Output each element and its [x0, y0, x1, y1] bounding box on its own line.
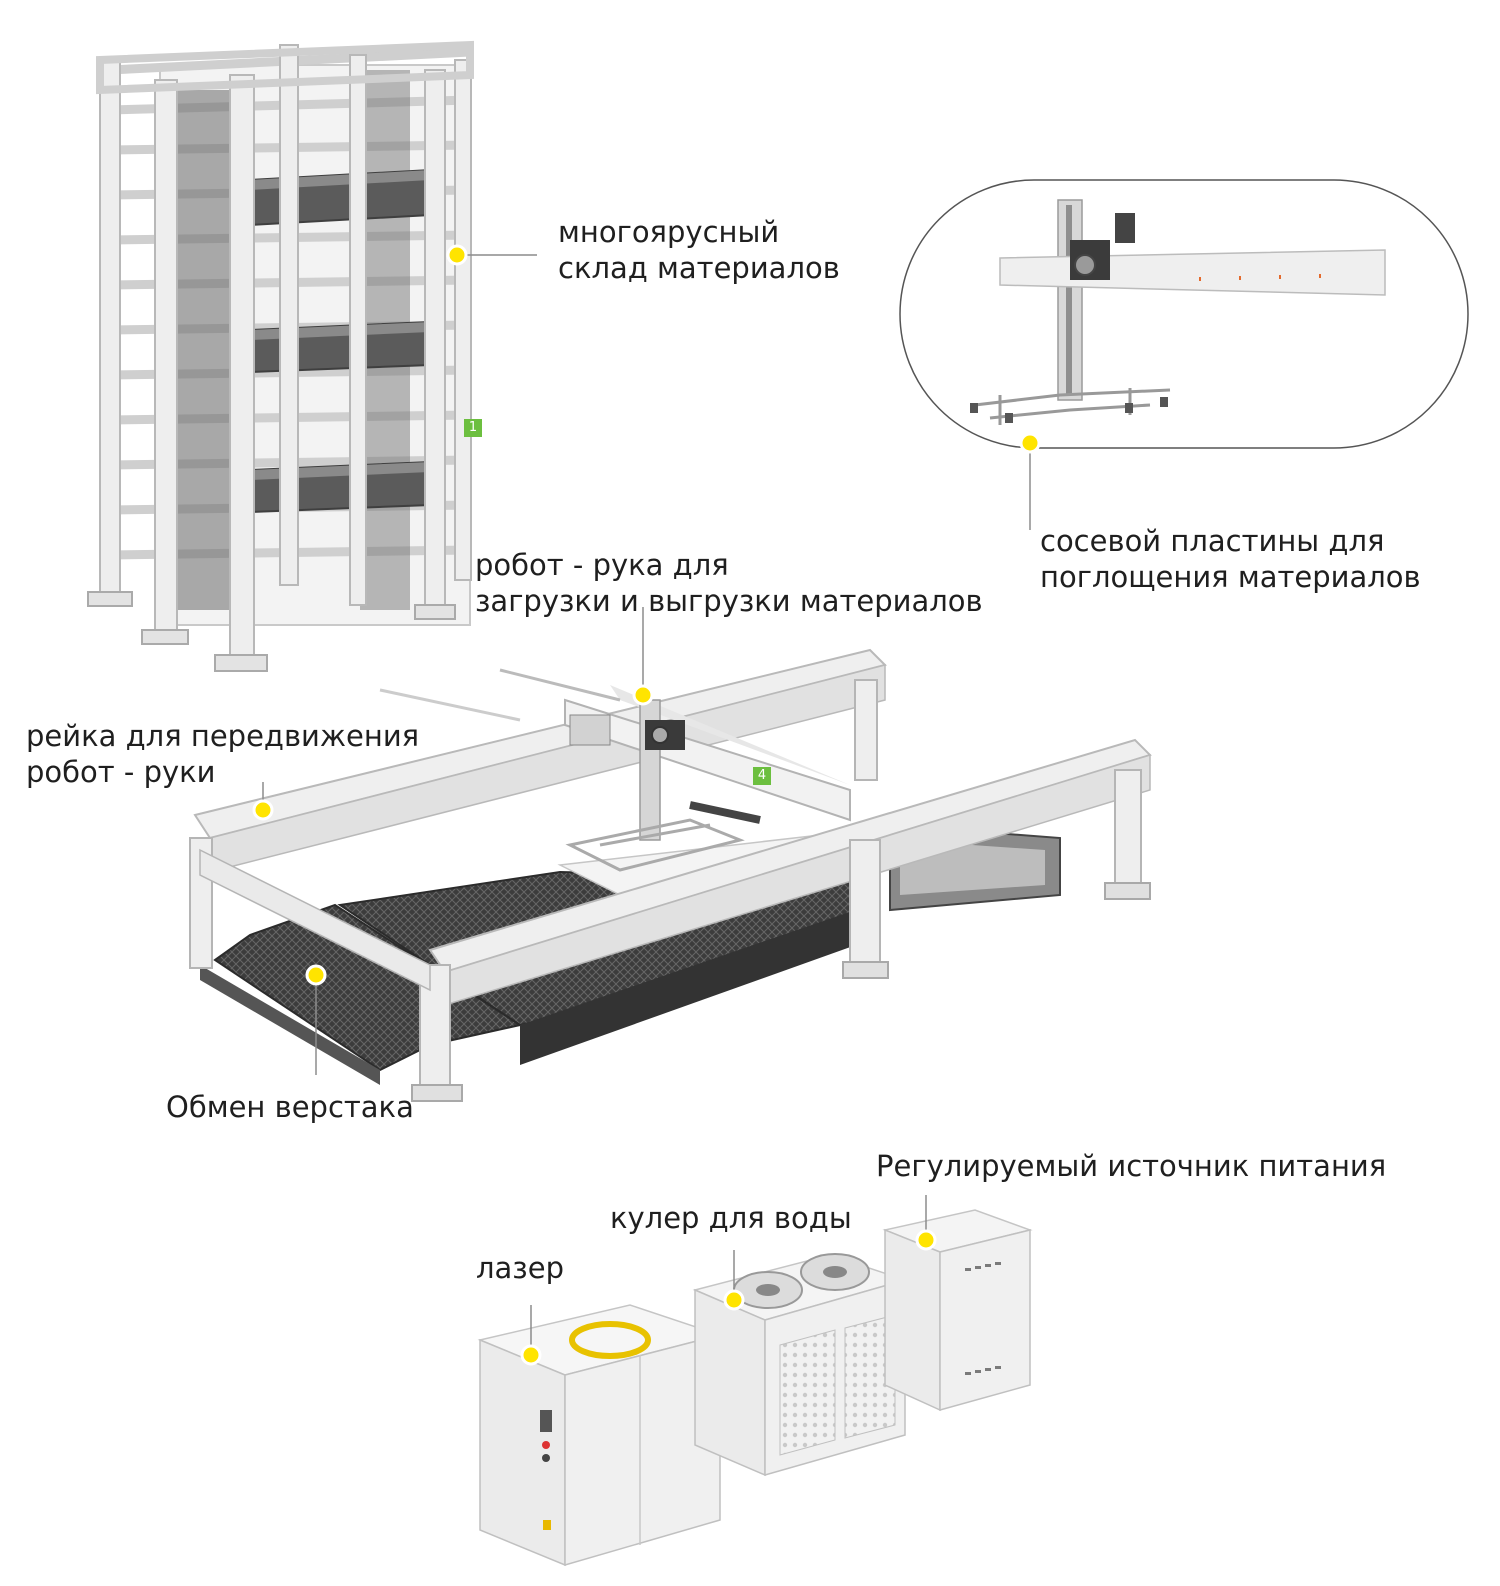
gantry-arm-illustration	[970, 199, 1386, 425]
label-workbench: Обмен верстака	[166, 1090, 414, 1124]
label-robot-arm-line-2: загрузки и выгрузки материалов	[475, 584, 983, 618]
label-power-supply: Регулируемый источник питания	[876, 1149, 1387, 1183]
label-warehouse-line-2: склад материалов	[558, 251, 840, 285]
label-rail-line-1: рейка для передвижения	[26, 719, 420, 753]
label-water-chiller: кулер для воды	[610, 1201, 852, 1235]
workbench-marker-dot	[305, 964, 327, 986]
rail-marker-dot	[252, 799, 274, 821]
suction-plate-marker-dot	[1019, 432, 1041, 454]
laser-cabinet-illustration	[477, 1304, 723, 1567]
badge-robot-arm: 4	[753, 767, 771, 785]
badge-warehouse: 1	[464, 419, 482, 437]
label-suction-plate-line-2: поглощения материалов	[1040, 560, 1421, 594]
water-chiller-marker-dot	[723, 1289, 745, 1311]
label-suction-plate-line-1: сосевой пластины для	[1040, 524, 1385, 558]
power-supply-marker-dot	[915, 1229, 937, 1251]
label-laser: лазер	[476, 1251, 564, 1285]
warehouse-marker-dot	[446, 244, 468, 266]
label-rail: рейка для передвижения робот - руки	[26, 718, 419, 790]
label-robot-arm-line-1: робот - рука для	[475, 548, 729, 582]
label-suction-plate: сосевой пластины для поглощения материал…	[1040, 523, 1421, 595]
label-warehouse-line-1: многоярусный	[558, 215, 780, 249]
robot-arm-marker-dot	[632, 684, 654, 706]
label-warehouse: многоярусный склад материалов	[558, 214, 840, 286]
laser-marker-dot	[520, 1344, 542, 1366]
label-rail-line-2: робот - руки	[26, 755, 216, 789]
tower-warehouse-illustration	[87, 40, 474, 672]
label-robot-arm: робот - рука для загрузки и выгрузки мат…	[475, 547, 983, 619]
suction-plate-inset-frame	[899, 179, 1469, 449]
water-chiller-illustration	[692, 1253, 908, 1477]
power-supply-illustration	[882, 1209, 1033, 1412]
cutting-table-illustration	[189, 648, 1152, 1102]
